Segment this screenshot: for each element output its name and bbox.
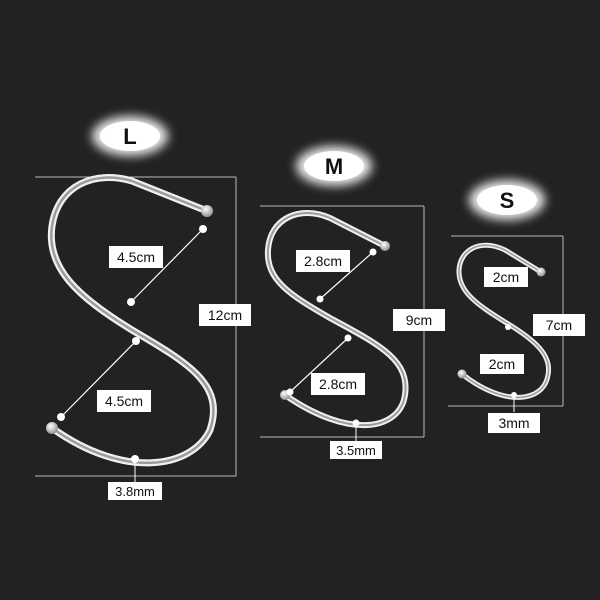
label-box bbox=[533, 314, 585, 336]
size-badge bbox=[477, 185, 537, 215]
hook-ball-end bbox=[457, 369, 467, 379]
height-label: 7cm bbox=[546, 317, 572, 333]
measure-dot bbox=[505, 324, 511, 330]
s-hook-wire-shade bbox=[50, 176, 215, 465]
size-badge bbox=[100, 121, 160, 151]
label-box bbox=[488, 413, 540, 433]
hook-ball-end bbox=[201, 205, 213, 217]
label-box bbox=[480, 354, 524, 374]
upper-gap-label: 2cm bbox=[493, 269, 519, 285]
hook-ball-end bbox=[536, 267, 546, 277]
measure-dot bbox=[57, 413, 65, 421]
upper-gap-label: 4.5cm bbox=[117, 249, 155, 265]
measure-dot bbox=[369, 248, 377, 256]
lower-gap-label: 2.8cm bbox=[319, 376, 357, 392]
measure-dot bbox=[127, 298, 135, 306]
upper-gap-line bbox=[319, 251, 374, 300]
wire-diameter-label: 3mm bbox=[498, 415, 529, 431]
label-box bbox=[97, 390, 151, 412]
label-box bbox=[296, 250, 350, 272]
hook-small: S 2cm 2cm 7cm 3mm bbox=[448, 180, 585, 433]
measure-dot bbox=[352, 419, 360, 427]
lower-gap-line bbox=[60, 340, 137, 418]
measure-dot bbox=[344, 334, 352, 342]
measure-dot bbox=[316, 295, 324, 303]
lower-gap-line bbox=[289, 337, 349, 393]
height-label: 9cm bbox=[406, 312, 432, 328]
hook-large: L 4.5cm 4.5cm 12cm 3.8mm bbox=[35, 116, 251, 500]
measure-dot bbox=[131, 455, 139, 463]
label-box bbox=[330, 441, 382, 459]
label-box bbox=[109, 246, 163, 268]
label-box bbox=[108, 482, 162, 500]
height-label: 12cm bbox=[208, 307, 242, 323]
lower-gap-label: 2cm bbox=[489, 356, 515, 372]
label-box bbox=[311, 373, 365, 395]
hook-ball-end bbox=[46, 422, 58, 434]
measure-dot bbox=[199, 225, 207, 233]
label-box bbox=[484, 267, 528, 287]
lower-gap-label: 4.5cm bbox=[105, 393, 143, 409]
label-box bbox=[199, 304, 251, 326]
size-label-large: L bbox=[123, 124, 136, 149]
s-hook-wire-shade bbox=[458, 244, 550, 399]
upper-gap-line bbox=[130, 228, 204, 303]
wire-diameter-label: 3.5mm bbox=[336, 443, 376, 458]
size-badge bbox=[304, 151, 364, 181]
label-box bbox=[393, 309, 445, 331]
measure-dot bbox=[132, 337, 140, 345]
hook-ball-end bbox=[380, 241, 390, 251]
size-label-medium: M bbox=[325, 154, 343, 179]
measure-dot bbox=[511, 392, 517, 398]
upper-gap-label: 2.8cm bbox=[304, 253, 342, 269]
measure-dot bbox=[286, 388, 294, 396]
size-label-small: S bbox=[500, 188, 515, 213]
hook-medium: M 2.8cm 2.8cm 9cm 3.5mm bbox=[260, 146, 445, 459]
s-hook-wire-shade bbox=[266, 212, 407, 427]
wire-diameter-label: 3.8mm bbox=[115, 484, 155, 499]
